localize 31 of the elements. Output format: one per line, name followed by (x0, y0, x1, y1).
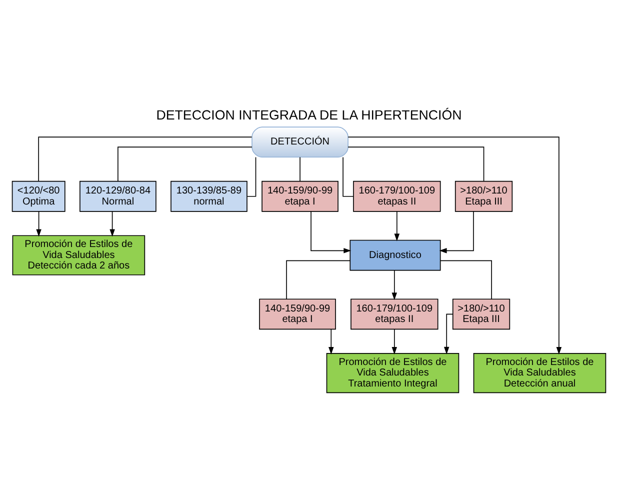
node-box: 140-159/90-99 etapa I (262, 180, 338, 212)
arrow (310, 211, 352, 254)
node-box: >180/>110 Etapa III (452, 298, 510, 330)
arrow (394, 211, 400, 242)
arrow (348, 136, 562, 355)
node-box: 140-159/90-99 etapa I (259, 298, 336, 330)
arrow (392, 270, 398, 300)
connector (286, 260, 350, 300)
node-box: Promoción de Estilos de Vida Saludables Detección anual (473, 352, 606, 394)
connector (118, 146, 252, 182)
arrow (110, 211, 115, 237)
connector (38, 136, 252, 182)
diagram-title: DETECCION INTEGRADA DE LA HIPERTENCIÓN (156, 107, 462, 122)
node-box: 160-179/100-109 etapas II (350, 298, 438, 330)
node-box: <120/<80 Optima (12, 180, 66, 212)
node-box: 120-129/80-84 Normal (80, 180, 156, 212)
connector (348, 146, 484, 182)
node-box: DETECCIÓN (252, 126, 348, 158)
connector (246, 156, 256, 197)
arrow (439, 211, 474, 254)
node-box: 130-139/85-89 normal (170, 180, 248, 212)
arrow (36, 211, 42, 237)
arrow (328, 328, 334, 355)
connector (440, 260, 492, 300)
node-box: 160-179/100-109 etapas II (353, 180, 441, 212)
arrow (444, 314, 454, 354)
node-box: Promoción de Estilos de Vida Saludables Tratamiento Integral (326, 352, 460, 394)
arrow (392, 328, 398, 355)
node-box: Diagnostico (350, 240, 441, 271)
node-box: >180/>110 Etapa III (454, 180, 513, 212)
node-box: Promoción de Estilos de Vida Saludables Detección cada 2 años (12, 235, 146, 276)
